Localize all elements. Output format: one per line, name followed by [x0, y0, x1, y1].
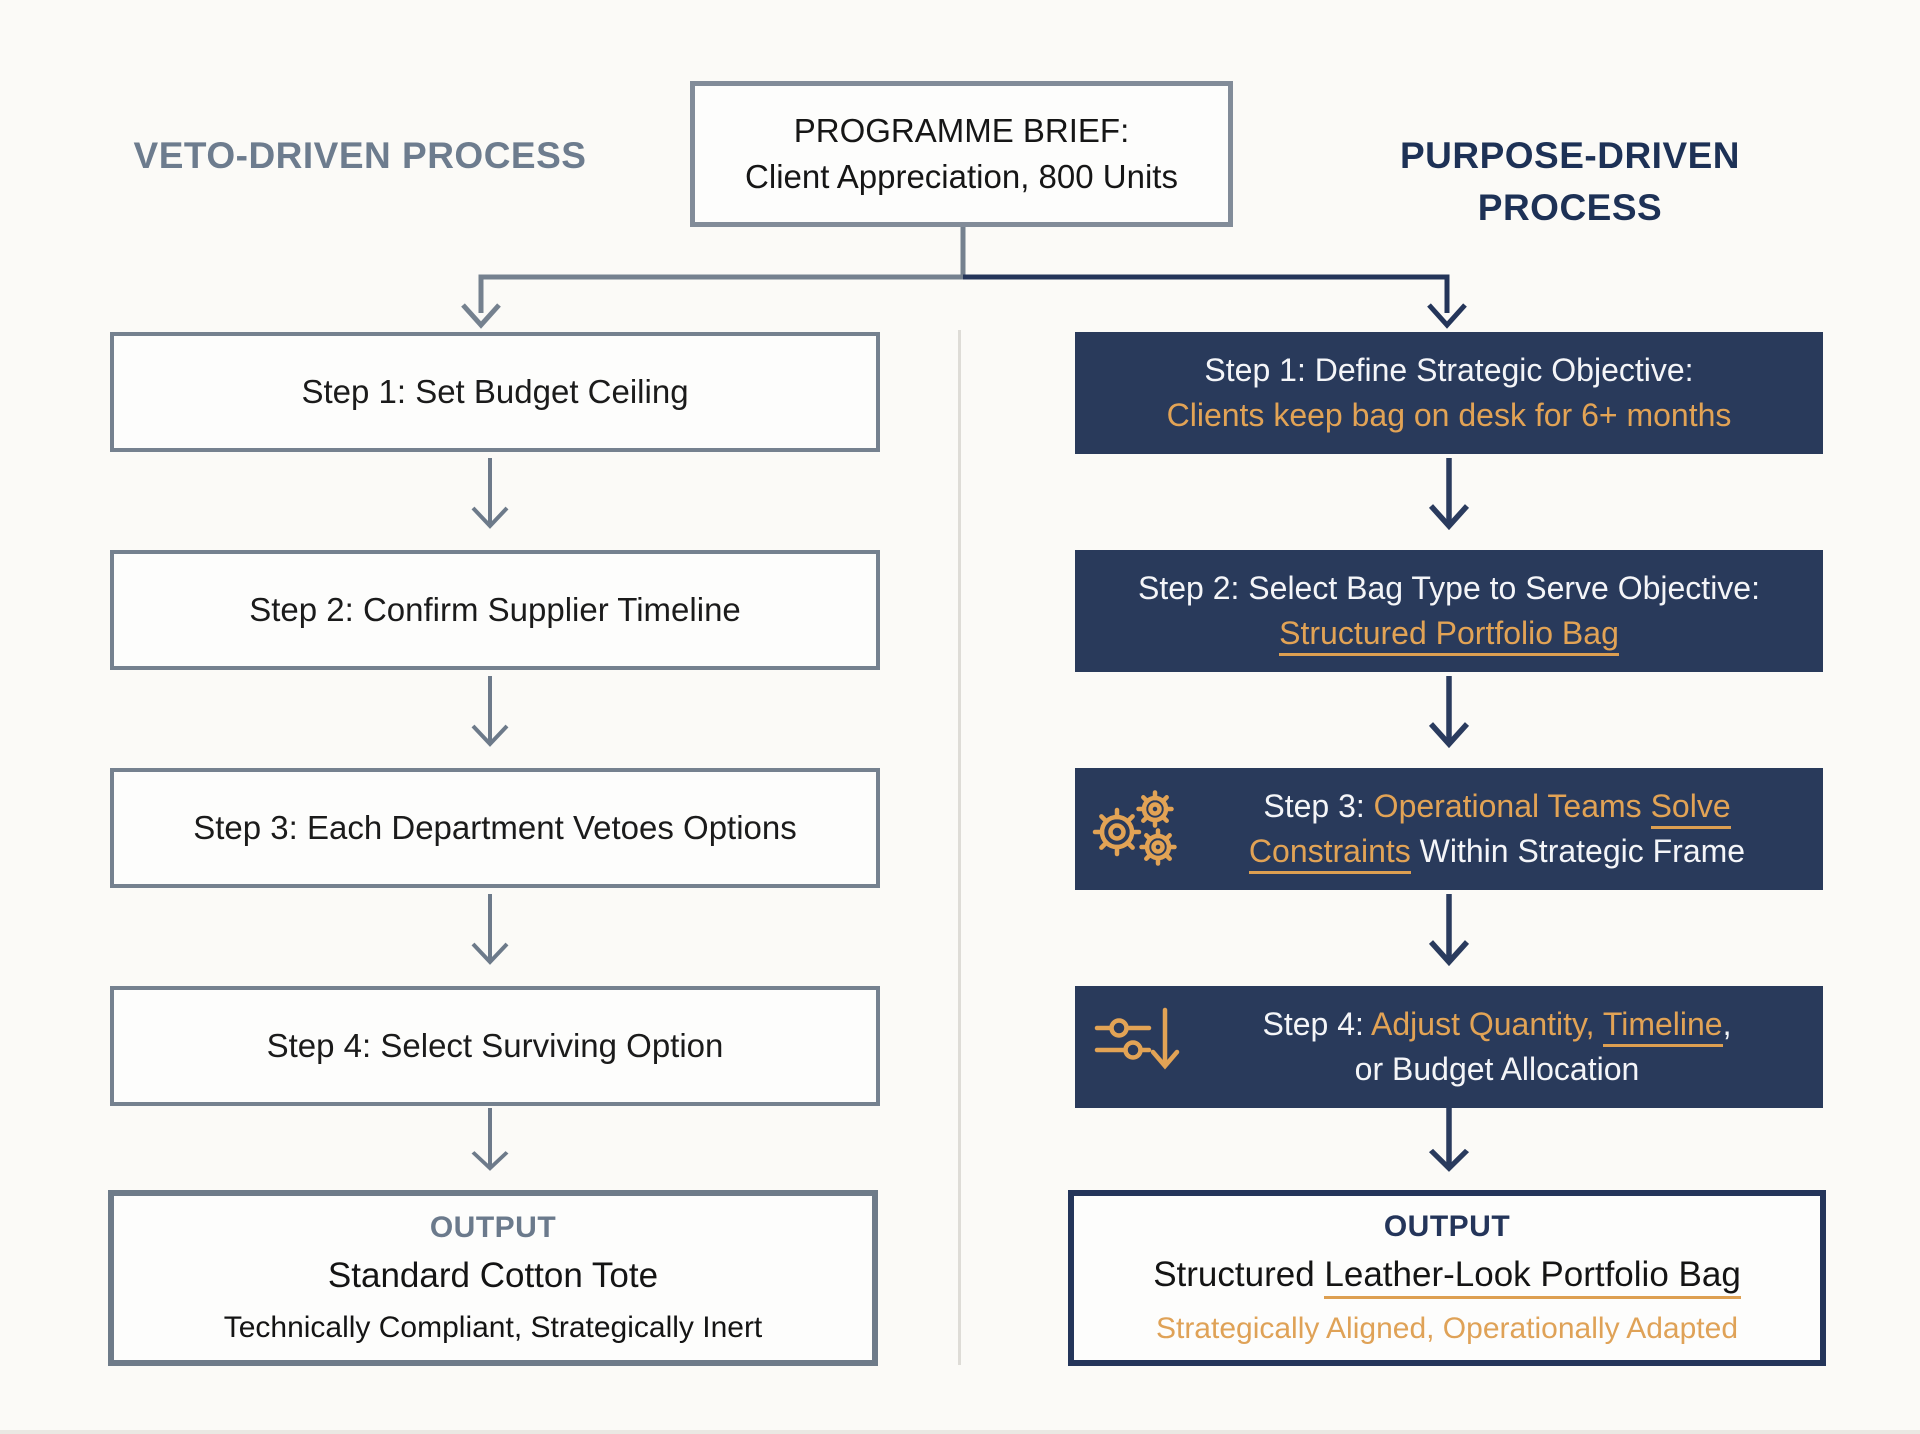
veto-output-label: OUTPUT [429, 1210, 557, 1244]
down-arrow-icon [471, 458, 509, 529]
purpose-step-4-line1: Step 4: Adjust Quantity, Timeline, [1187, 1002, 1807, 1047]
programme-brief-heading: PROGRAMME BRIEF: [793, 112, 1130, 150]
programme-brief-box: PROGRAMME BRIEF: Client Appreciation, 80… [690, 81, 1233, 227]
arrowhead-to-left-column [461, 303, 501, 329]
down-arrow-icon [1428, 894, 1470, 967]
down-arrow-icon [1428, 458, 1470, 531]
arrowhead-to-right-column [1427, 303, 1467, 329]
veto-output-box: OUTPUT Standard Cotton Tote Technically … [108, 1190, 878, 1366]
column-divider-line [958, 330, 961, 1365]
veto-step-3-box: Step 3: Each Department Vetoes Options [110, 768, 880, 888]
purpose-step-4-box: Step 4: Adjust Quantity, Timeline, or Bu… [1075, 986, 1823, 1108]
purpose-output-box: OUTPUT Structured Leather-Look Portfolio… [1068, 1190, 1826, 1366]
purpose-step-4-line2: or Budget Allocation [1354, 1051, 1640, 1087]
purpose-step-3-line1: Step 3: Operational Teams Solve [1187, 784, 1807, 829]
down-arrow-icon [471, 1108, 509, 1171]
left-process-title: VETO-DRIVEN PROCESS [133, 135, 587, 176]
veto-step-1-box: Step 1: Set Budget Ceiling [110, 332, 880, 452]
down-arrow-icon [1428, 1108, 1470, 1172]
purpose-step-2-box: Step 2: Select Bag Type to Serve Objecti… [1075, 550, 1823, 672]
veto-step-4-label: Step 4: Select Surviving Option [266, 1027, 724, 1064]
purpose-step-2-line1: Step 2: Select Bag Type to Serve Objecti… [1138, 569, 1760, 606]
purpose-step-1-line2: Clients keep bag on desk for 6+ months [1166, 397, 1732, 433]
purpose-step-3-box: Step 3: Operational Teams Solve Constrai… [1075, 768, 1823, 890]
veto-step-1-label: Step 1: Set Budget Ceiling [301, 373, 689, 410]
veto-step-2-label: Step 2: Confirm Supplier Timeline [249, 591, 741, 628]
purpose-output-label: OUTPUT [1383, 1209, 1511, 1243]
purpose-output-result: Structured Leather-Look Portfolio Bag [1153, 1251, 1741, 1300]
veto-step-2-box: Step 2: Confirm Supplier Timeline [110, 550, 880, 670]
down-arrow-icon [1428, 676, 1470, 749]
purpose-step-2-line2: Structured Portfolio Bag [1279, 615, 1619, 656]
programme-brief-detail: Client Appreciation, 800 Units [745, 158, 1178, 195]
veto-step-3-label: Step 3: Each Department Vetoes Options [193, 809, 797, 846]
down-arrow-icon [471, 676, 509, 747]
brief-split-connector [461, 227, 1467, 329]
purpose-output-caption: Strategically Aligned, Operationally Ada… [1155, 1311, 1739, 1345]
down-arrow-icon [471, 894, 509, 965]
page-bottom-edge [0, 1430, 1920, 1434]
right-process-title: PURPOSE-DRIVEN PROCESS [1399, 135, 1741, 228]
purpose-step-1-box: Step 1: Define Strategic Objective: Clie… [1075, 332, 1823, 454]
veto-output-caption: Technically Compliant, Strategically Ine… [223, 1310, 763, 1344]
sliders-icon [1091, 1003, 1191, 1091]
purpose-step-1-line1: Step 1: Define Strategic Objective: [1204, 351, 1694, 388]
veto-output-result: Standard Cotton Tote [327, 1256, 659, 1296]
gears-icon [1091, 785, 1191, 873]
veto-step-4-box: Step 4: Select Surviving Option [110, 986, 880, 1106]
purpose-step-3-line2: Constraints Within Strategic Frame [1187, 829, 1807, 874]
